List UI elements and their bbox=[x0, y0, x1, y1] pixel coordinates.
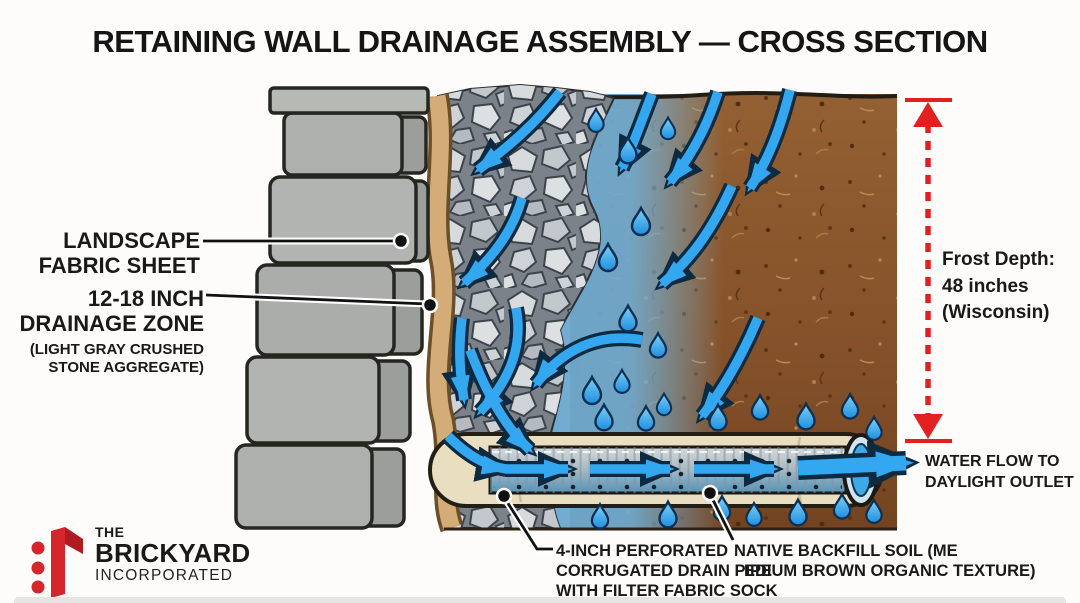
label-frost-depth-line1: Frost Depth: bbox=[942, 249, 1055, 270]
label-drainage-zone-line1: 12-18 INCH bbox=[87, 286, 204, 311]
label-backfill-soil: NATIVE BACKFILL SOIL (ME EDIUM BROWN ORG… bbox=[734, 541, 1036, 581]
label-water-flow: WATER FLOW TO DAYLIGHT OUTLET bbox=[925, 452, 1074, 494]
brickyard-logo-icon bbox=[31, 527, 83, 598]
page-title: RETAINING WALL DRAINAGE ASSEMBLY — CROSS… bbox=[92, 24, 988, 59]
label-water-flow-line1: WATER FLOW TO bbox=[925, 453, 1060, 470]
label-frost-depth-line3: (Wisconsin) bbox=[942, 302, 1050, 324]
logo-sub: INCORPORATED bbox=[95, 567, 234, 584]
logo-the: THE bbox=[95, 524, 125, 540]
label-landscape-fabric: LANDSCAPE FABRIC SHEET bbox=[38, 228, 200, 278]
logo-name: BRICKYARD bbox=[95, 538, 251, 568]
leader-lines bbox=[203, 232, 737, 553]
label-landscape-fabric-line2: FABRIC SHEET bbox=[38, 252, 200, 278]
label-drain-pipe-line3: WITH FILTER FABRIC SOCK bbox=[556, 582, 778, 601]
label-landscape-fabric-line1: LANDSCAPE bbox=[63, 228, 200, 253]
label-drain-pipe-line2: CORRUGATED DRAIN PIPE bbox=[556, 562, 773, 581]
label-backfill-soil-line2: EDIUM BROWN ORGANIC TEXTURE) bbox=[744, 562, 1036, 581]
retaining-wall-blocks bbox=[234, 86, 430, 530]
label-drainage-zone-sub1: (LIGHT GRAY CRUSHED bbox=[29, 341, 204, 359]
label-backfill-soil-line1: NATIVE BACKFILL SOIL (ME bbox=[734, 542, 958, 560]
label-drainage-zone-sub2: STONE AGGREGATE) bbox=[48, 358, 204, 376]
bottom-edge-bar bbox=[14, 597, 1066, 603]
frost-depth-measure bbox=[905, 98, 952, 443]
brickyard-logo: THE BRICKYARD INCORPORATED bbox=[30, 524, 250, 600]
label-frost-depth: Frost Depth: 48 inches (Wisconsin) bbox=[942, 247, 1055, 327]
label-drain-pipe-line1: 4-INCH PERFORATED bbox=[556, 542, 729, 560]
label-frost-depth-line2: 48 inches bbox=[942, 275, 1029, 297]
label-drainage-zone-line2: DRAINAGE ZONE bbox=[19, 310, 204, 336]
label-drainage-zone: 12-18 INCH DRAINAGE ZONE (LIGHT GRAY CRU… bbox=[19, 286, 204, 376]
label-water-flow-line2: DAYLIGHT OUTLET bbox=[925, 473, 1074, 491]
label-drain-pipe: 4-INCH PERFORATED CORRUGATED DRAIN PIPE … bbox=[556, 541, 778, 601]
water-flow-arrows bbox=[441, 87, 920, 489]
